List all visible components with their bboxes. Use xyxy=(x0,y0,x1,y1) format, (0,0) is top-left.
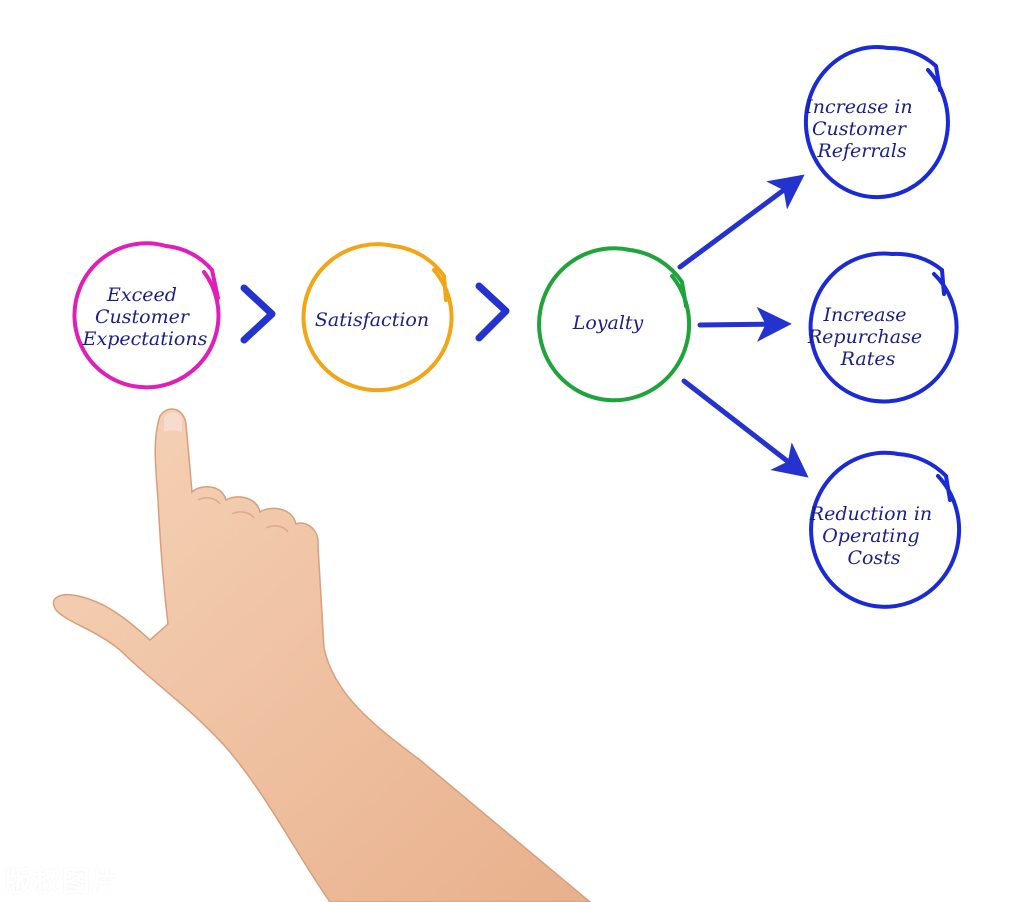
arrow-to-referrals xyxy=(677,174,805,270)
loyalty-node: Loyalty xyxy=(537,246,692,403)
watermark-text: 版权图片 xyxy=(4,865,121,898)
referrals-line1: Increase in xyxy=(804,96,912,118)
costs-line2: Operating xyxy=(822,525,920,547)
loyalty-circle xyxy=(537,246,692,403)
satisfaction-circle xyxy=(301,242,454,393)
pointing-hand-image xyxy=(52,408,592,902)
knuckle-crease xyxy=(197,497,289,533)
referrals-circle xyxy=(803,45,950,200)
repurchase-circle xyxy=(808,251,959,404)
expectations-line3: Expectations xyxy=(82,328,208,350)
svg-text:Increase Repurchase: Increase Repurchase Rates xyxy=(807,304,928,370)
hand-shape xyxy=(52,408,592,902)
chevron-right-icon xyxy=(475,282,510,342)
svg-text:Satisfaction: Satisfaction xyxy=(315,309,429,331)
fingernail xyxy=(164,412,182,432)
costs-line3: Costs xyxy=(847,547,900,569)
repurchase-line1: Increase xyxy=(822,304,906,326)
expectations-line2: Customer xyxy=(95,306,191,328)
repurchase-line3: Rates xyxy=(840,348,896,370)
costs-node: Reduction in Operating Costs xyxy=(809,450,962,609)
svg-text:Increase in Customer: Increase in Customer Referrals xyxy=(804,96,918,162)
arrow-to-costs xyxy=(681,378,809,478)
loyalty-label: Loyalty xyxy=(572,312,644,334)
satisfaction-node: Satisfaction xyxy=(301,242,454,393)
chevron-right-icon xyxy=(240,284,276,344)
referrals-line2: Customer xyxy=(812,118,908,140)
svg-text:Exceed Customer Ex: Exceed Customer Expectations xyxy=(82,284,208,350)
satisfaction-label: Satisfaction xyxy=(315,309,429,331)
svg-text:Loyalty: Loyalty xyxy=(572,312,644,334)
expectations-line1: Exceed xyxy=(106,284,177,306)
referrals-line3: Referrals xyxy=(816,140,906,162)
costs-circle xyxy=(809,450,962,609)
repurchase-node: Increase Repurchase Rates xyxy=(807,251,959,404)
expectations-circle xyxy=(72,241,221,390)
arrow-to-repurchase xyxy=(697,306,792,342)
expectations-node: Exceed Customer Expectations xyxy=(72,241,221,390)
repurchase-line2: Repurchase xyxy=(807,326,922,348)
referrals-node: Increase in Customer Referrals xyxy=(803,45,950,200)
svg-text:Reduction in Operating: Reduction in Operating Costs xyxy=(809,503,938,569)
costs-line1: Reduction in xyxy=(809,503,932,525)
